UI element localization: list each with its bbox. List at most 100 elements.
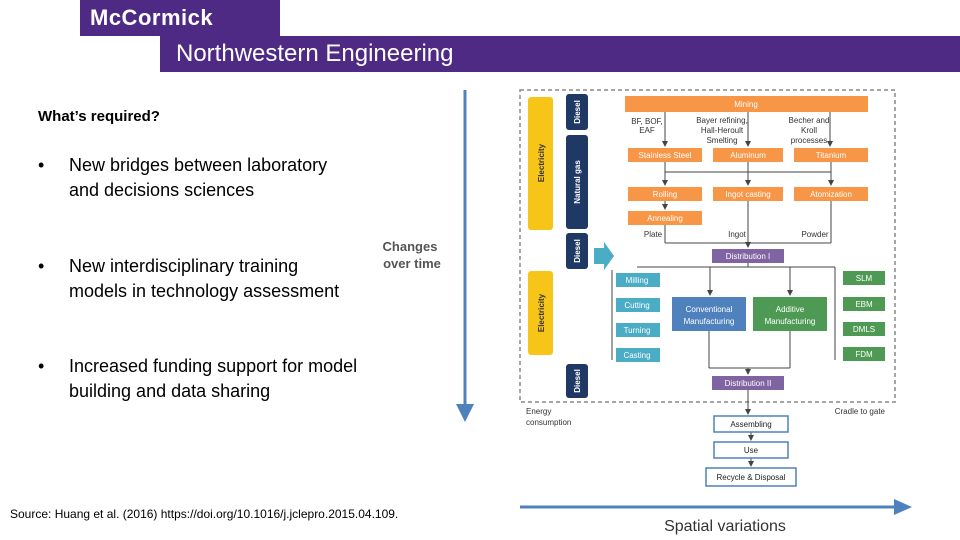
- spatial-variations-label: Spatial variations: [664, 518, 786, 535]
- additive-label-1: Additive: [776, 305, 805, 314]
- use-label: Use: [744, 446, 759, 455]
- fdm-label: FDM: [855, 350, 873, 359]
- distribution-1-box: [712, 249, 784, 263]
- becher-note-1: Becher and: [789, 116, 830, 125]
- casting-label: Casting: [623, 351, 650, 360]
- diesel-bar-1: [566, 94, 588, 130]
- question-heading: What’s required?: [38, 108, 160, 125]
- distribution-1-label: Distribution I: [726, 252, 770, 261]
- mining-connectors: [662, 112, 833, 147]
- turning-box: [616, 323, 660, 337]
- system-boundary: [519, 89, 896, 403]
- mining-label: Mining: [734, 100, 758, 109]
- bf-note-1: BF, BOF,: [631, 117, 663, 126]
- diesel-bar-3: [566, 364, 588, 398]
- cutting-box: [616, 298, 660, 312]
- bayer-note-1: Bayer refining,: [696, 116, 748, 125]
- form-connectors: [664, 201, 832, 248]
- electricity-bar-top: [528, 97, 553, 230]
- bullet-dot: •: [38, 256, 45, 276]
- ingot-casting-box: [713, 187, 783, 201]
- electricity-label-top: Electricity: [537, 143, 546, 182]
- bullet-text: New bridges between laboratory and decis…: [69, 155, 328, 200]
- additive-manufacturing-box: [753, 297, 827, 331]
- atomization-label: Atomization: [810, 190, 852, 199]
- source-citation: Source: Huang et al. (2016) https://doi.…: [10, 507, 399, 521]
- additive-label-2: Manufacturing: [765, 317, 816, 326]
- mccormick-banner: McCormick: [80, 0, 280, 36]
- annealing-label: Annealing: [647, 214, 683, 223]
- assembling-box: [713, 415, 789, 433]
- slm-label: SLM: [856, 274, 873, 283]
- conventional-label-1: Conventional: [686, 305, 733, 314]
- use-box: [713, 441, 789, 459]
- energy-consumption-label-2: consumption: [526, 418, 571, 427]
- distribution-2-box: [712, 376, 784, 390]
- energy-consumption-label-1: Energy: [526, 407, 551, 416]
- cradle-to-gate-label: Cradle to gate: [835, 407, 886, 416]
- conventional-label-2: Manufacturing: [684, 317, 735, 326]
- natural-gas-bar: [566, 135, 588, 229]
- rolling-label: Rolling: [653, 190, 677, 199]
- diesel-label-1: Diesel: [573, 100, 582, 124]
- bayer-note-3: Smelting: [706, 136, 737, 145]
- diesel-bar-2: [566, 233, 588, 269]
- plate-label: Plate: [644, 230, 663, 239]
- bayer-note-2: Hall-Heroult: [701, 126, 744, 135]
- aluminum-label: Aluminum: [730, 151, 766, 160]
- bullet-dot: •: [38, 356, 45, 376]
- brand-logo-text: McCormick: [90, 5, 214, 30]
- distribution-2-label: Distribution II: [725, 379, 772, 388]
- milling-box: [616, 273, 660, 287]
- casting-box: [616, 348, 660, 362]
- stainless-steel-label: Stainless Steel: [639, 151, 692, 160]
- turning-label: Turning: [624, 326, 651, 335]
- dmls-box: [843, 322, 885, 336]
- annealing-box: [628, 211, 702, 225]
- slm-box: [843, 271, 885, 285]
- downstream-connectors: [745, 390, 754, 467]
- natural-gas-label: Natural gas: [573, 160, 582, 204]
- conventional-manufacturing-box: [672, 297, 746, 331]
- bullet-dot: •: [38, 155, 45, 175]
- school-name: Northwestern Engineering: [176, 40, 454, 67]
- energy-bars: Electricity Diesel Natural gas Diesel El…: [528, 94, 588, 398]
- milling-label: Milling: [626, 276, 649, 285]
- rolling-box: [628, 187, 702, 201]
- northwestern-banner: Northwestern Engineering: [160, 36, 960, 72]
- ebm-label: EBM: [855, 300, 873, 309]
- diesel-label-3: Diesel: [573, 369, 582, 393]
- recycle-disposal-box: [705, 467, 797, 487]
- dmls-label: DMLS: [853, 325, 875, 334]
- electricity-bar-bottom: [528, 271, 553, 355]
- assembling-label: Assembling: [730, 420, 771, 429]
- diesel-label-2: Diesel: [573, 239, 582, 263]
- electricity-label-bottom: Electricity: [537, 293, 546, 332]
- time-arrow: [456, 90, 474, 422]
- bf-note-2: EAF: [639, 126, 655, 135]
- bullet-text: Increased funding support for model buil…: [69, 356, 358, 401]
- becher-note-2: Kroll: [801, 126, 817, 135]
- aluminum-box: [713, 148, 783, 162]
- titanium-label: Titanium: [816, 151, 847, 160]
- atomization-box: [794, 187, 868, 201]
- becher-note-3: processes: [791, 136, 827, 145]
- mining-box: [625, 96, 868, 112]
- spatial-arrow: [520, 499, 912, 515]
- cutting-label: Cutting: [624, 301, 649, 310]
- powder-label: Powder: [801, 230, 828, 239]
- distribution-2-connectors: [708, 331, 791, 375]
- distribution-1-connectors: [611, 263, 836, 360]
- ebm-box: [843, 297, 885, 311]
- flow-entry-arrow: [594, 242, 614, 270]
- changes-over-time-label-1: Changes: [383, 239, 438, 254]
- changes-over-time-label-2: over time: [383, 256, 441, 271]
- titanium-box: [794, 148, 868, 162]
- ingot-label: Ingot: [728, 230, 747, 239]
- ingot-casting-label: Ingot casting: [725, 190, 770, 199]
- recycle-disposal-label: Recycle & Disposal: [717, 473, 786, 482]
- stainless-steel-box: [628, 148, 702, 162]
- fdm-box: [843, 347, 885, 361]
- bullet-text: New interdisciplinary training models in…: [69, 256, 340, 301]
